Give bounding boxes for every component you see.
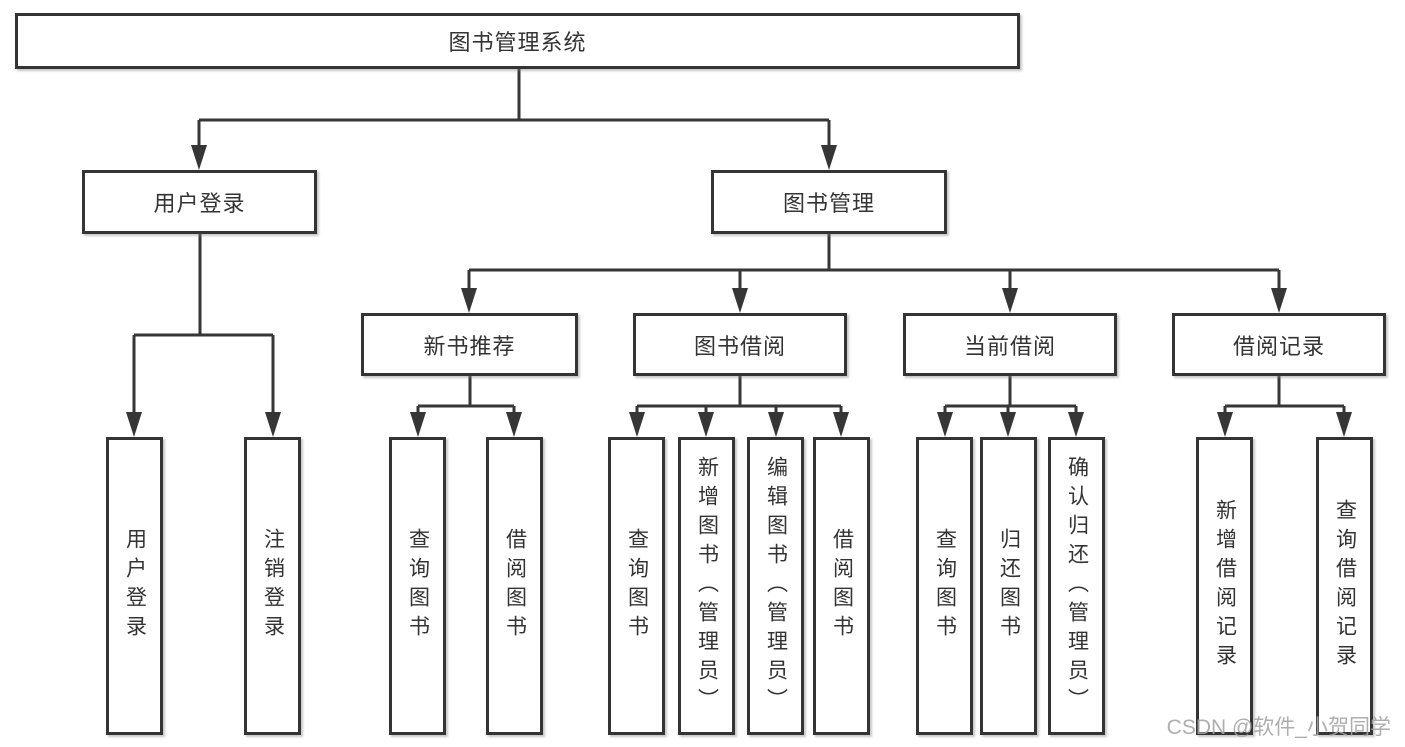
leaf-borrow-books-newbook: 借阅图书	[486, 437, 543, 735]
node-book-management: 图书管理	[711, 170, 947, 234]
leaf-label: 借阅图书	[503, 528, 527, 644]
arrowhead	[1271, 288, 1287, 313]
arrowhead	[265, 412, 281, 437]
arrowhead	[698, 412, 714, 437]
connector-book-mgmt-to-level3	[467, 234, 1281, 292]
leaf-label: 新增图书（管理员）	[695, 455, 719, 717]
arrowhead	[461, 288, 477, 313]
leaf-query-books-borrowing: 查询图书	[608, 437, 665, 735]
leaf-label: 查询图书	[406, 528, 430, 644]
leaf-user-login: 用户登录	[106, 437, 163, 735]
connector-borrow-records-to-leaves	[1223, 376, 1346, 416]
leaf-confirm-return-admin: 确认归还（管理员）	[1048, 437, 1105, 735]
node-borrow-records: 借阅记录	[1172, 313, 1386, 376]
arrowhead	[768, 412, 784, 437]
connector-book-borrow-to-leaves	[635, 376, 843, 416]
leaf-query-borrow-record: 查询借阅记录	[1316, 437, 1373, 735]
arrowhead	[629, 412, 645, 437]
leaf-edit-books-admin: 编辑图书（管理员）	[747, 437, 804, 735]
arrowhead	[937, 412, 953, 437]
leaf-return-books: 归还图书	[980, 437, 1037, 735]
leaf-label: 编辑图书（管理员）	[764, 455, 788, 717]
arrowhead	[1336, 412, 1352, 437]
leaf-label: 确认归还（管理员）	[1065, 455, 1089, 717]
node-book-borrowing: 图书借阅	[633, 313, 847, 376]
leaf-label: 查询图书	[625, 528, 649, 644]
leaf-label: 归还图书	[997, 528, 1021, 644]
arrowhead	[732, 288, 748, 313]
arrowhead	[191, 145, 207, 170]
connector-root-to-level2	[197, 69, 831, 150]
leaf-logout: 注销登录	[244, 437, 301, 735]
csdn-watermark: CSDN @软件_小贺同学	[1166, 716, 1391, 739]
connector-current-borrow-to-leaves	[943, 376, 1078, 416]
arrowhead	[1068, 412, 1084, 437]
connector-user-login-to-leaves	[132, 234, 275, 416]
leaf-borrow-books-borrowing: 借阅图书	[813, 437, 870, 735]
arrowhead	[410, 412, 426, 437]
arrowhead	[506, 412, 522, 437]
arrowhead	[821, 145, 837, 170]
node-current-borrowing: 当前借阅	[903, 313, 1117, 376]
node-root-system: 图书管理系统	[15, 13, 1020, 69]
leaf-label: 新增借阅记录	[1213, 499, 1237, 673]
arrowhead	[126, 412, 142, 437]
arrowhead	[1217, 412, 1233, 437]
connector-new-book-to-leaves	[416, 376, 516, 416]
node-user-login: 用户登录	[82, 170, 317, 234]
leaf-label: 查询借阅记录	[1333, 499, 1357, 673]
leaf-add-borrow-record: 新增借阅记录	[1196, 437, 1253, 735]
leaf-label: 注销登录	[261, 528, 285, 644]
arrowhead	[1000, 412, 1016, 437]
arrowhead	[833, 412, 849, 437]
leaf-query-books-current: 查询图书	[916, 437, 973, 735]
leaf-label: 用户登录	[123, 528, 147, 644]
leaf-label: 查询图书	[933, 528, 957, 644]
arrowhead	[1002, 288, 1018, 313]
leaf-add-books-admin: 新增图书（管理员）	[678, 437, 735, 735]
leaf-label: 借阅图书	[830, 528, 854, 644]
node-new-book-recommendation: 新书推荐	[361, 313, 578, 376]
leaf-query-books-newbook: 查询图书	[389, 437, 446, 735]
